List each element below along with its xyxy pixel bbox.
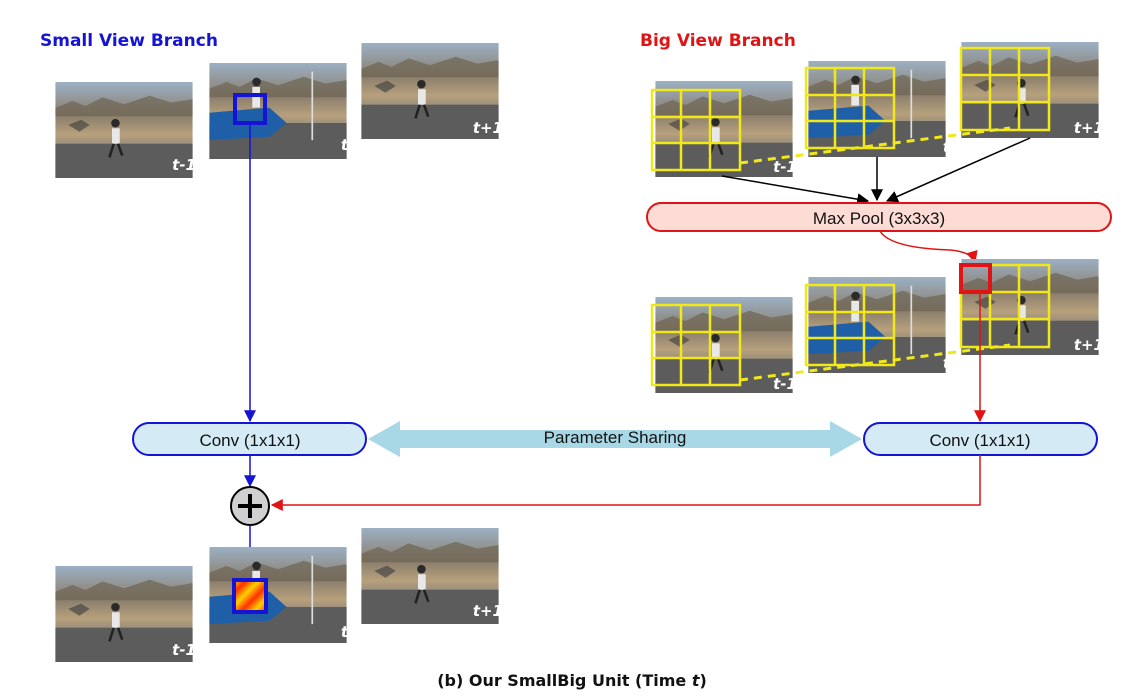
output-frame-label-t-minus-1: t-1 <box>172 641 196 659</box>
conv-right-label: Conv (1x1x1) <box>929 431 1030 450</box>
output-frame-label-t-plus-1: t+1 <box>473 602 503 620</box>
parameter-sharing-arrow <box>368 421 862 457</box>
small-view-branch-title: Small View Branch <box>40 31 218 51</box>
caption-variable: t <box>692 671 701 690</box>
frame-label-t-plus-1: t+1 <box>473 119 503 137</box>
pooled-frame-label-t-minus-1: t-1 <box>773 375 797 393</box>
big-view-branch-title: Big View Branch <box>640 31 796 51</box>
conv-left-label: Conv (1x1x1) <box>199 431 300 450</box>
pooled-frame-label-t: t <box>943 354 951 372</box>
arrow-frame-t-minus-1-to-pool <box>721 175 870 206</box>
caption-prefix: (b) Our SmallBig Unit (Time <box>437 671 692 690</box>
big-branch-pooled-frames: t-1 t t+1 <box>650 259 1104 393</box>
arrow-big-conv-to-sum <box>270 455 981 511</box>
output-frame-label-t: t <box>341 623 349 641</box>
big-frame-label-t-minus-1: t-1 <box>773 158 797 176</box>
arrow-frame-t-plus-1-to-pool <box>885 137 1031 203</box>
big-view-output-region <box>959 263 992 294</box>
figure-caption: (b) Our SmallBig Unit (Time t) <box>437 671 707 690</box>
big-frame-label-t-plus-1: t+1 <box>1074 119 1104 137</box>
big-branch-input-frames: t-1 t t+1 <box>650 42 1104 177</box>
max-pool-node <box>646 202 1112 232</box>
parameter-sharing-label: Parameter Sharing <box>544 428 687 447</box>
frame-label-t-minus-1: t-1 <box>172 156 196 174</box>
arrow-pool-to-big-output <box>879 230 978 264</box>
caption-suffix: ) <box>700 671 707 690</box>
frame-label-t: t <box>341 136 349 154</box>
output-response-heatmap <box>232 578 268 614</box>
small-branch-input-frames: t-1 t t+1 <box>53 43 503 178</box>
max-pool-label: Max Pool (3x3x3) <box>813 209 945 228</box>
pooled-frame-label-t-plus-1: t+1 <box>1074 336 1104 354</box>
output-frames: t-1 t t+1 <box>53 528 503 662</box>
big-frame-label-t: t <box>943 138 951 156</box>
